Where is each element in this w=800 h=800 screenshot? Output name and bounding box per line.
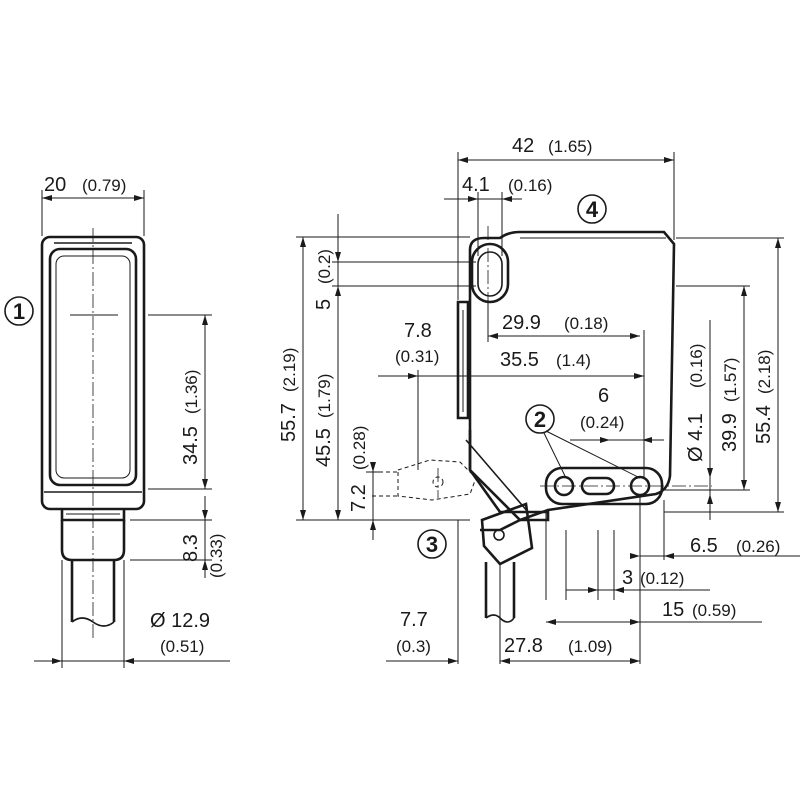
dim-72-mm: 7.2 <box>348 484 370 512</box>
dim-3-in: (0.12) <box>640 569 684 588</box>
dim-355-mm: 35.5 <box>500 349 539 371</box>
side-body-outline <box>468 230 676 522</box>
side-bracket-edge <box>465 439 529 513</box>
svg-text:4: 4 <box>586 197 599 222</box>
dim-355-in: (1.4) <box>556 351 591 370</box>
side-cable <box>484 562 516 618</box>
side-view <box>372 226 712 623</box>
dim-77-mm: 7.7 <box>400 609 428 631</box>
total-height-in: (2.19) <box>280 348 299 392</box>
callout-1: 1 <box>4 296 34 326</box>
dim-6-mm: 6 <box>598 385 609 407</box>
front-gland-top <box>60 509 126 522</box>
side-alt-cable <box>372 471 398 497</box>
front-base-mm: 8.3 <box>180 534 202 562</box>
dim-3-mm: 3 <box>622 567 633 589</box>
slot-width-in: (0.16) <box>508 176 552 195</box>
front-cable-dia-mm: Ø 12.9 <box>150 610 210 632</box>
dim-78-in: (0.31) <box>395 347 439 366</box>
side-connector-pin <box>493 529 505 541</box>
side-width-in: (1.65) <box>548 137 592 156</box>
dim-299-mm: 29.9 <box>502 312 541 334</box>
dim-side-6: 6 (0.24) <box>570 385 664 443</box>
dim-side-right-heights: Ø 4.1 (0.16) 39.9 (1.57) 55.4 (2.18) <box>664 237 784 520</box>
dim-78-mm: 7.8 <box>404 320 432 342</box>
dim-299-in: (0.18) <box>564 314 608 333</box>
front-lens-height-in: (1.36) <box>182 370 201 414</box>
dim-278-in: (1.09) <box>568 637 612 656</box>
front-width-mm: 20 <box>44 174 66 196</box>
dim-side-78: 7.8 (0.31) <box>378 320 644 470</box>
slot-width-mm: 4.1 <box>462 174 490 196</box>
dim-399-mm: 39.9 <box>719 413 741 452</box>
front-cable <box>70 560 116 622</box>
dim-72-in: (0.28) <box>350 426 369 470</box>
hole-dia-mm: Ø 4.1 <box>685 413 707 462</box>
svg-text:1: 1 <box>13 299 25 324</box>
dim-front-cable: Ø 12.9 (0.51) <box>34 560 230 668</box>
front-lens-window <box>48 247 138 487</box>
front-cable-break <box>71 617 115 627</box>
top-offset-in: (0.2) <box>315 249 334 284</box>
dim-15-mm: 15 <box>662 599 684 621</box>
dim-front-base: 8.3 (0.33) <box>130 496 226 578</box>
front-cable-dia-in: (0.51) <box>160 637 204 656</box>
dim-front-lens-height: 34.5 (1.36) <box>148 314 212 490</box>
height-b-in: (1.79) <box>315 374 334 418</box>
dim-side-total-width: 42 (1.65) <box>457 135 675 300</box>
dim-65-mm: 6.5 <box>690 535 718 557</box>
svg-text:2: 2 <box>534 407 546 432</box>
total-height-mm: 55.7 <box>278 403 300 442</box>
callout-3: 3 <box>417 529 447 559</box>
dim-side-355: 35.5 (1.4) <box>500 330 645 478</box>
side-width-mm: 42 <box>512 135 534 157</box>
dim-side-bottom: 6.5 (0.26) 3 (0.12) 15 (0.59) 7.7 (0.3) … <box>386 496 800 664</box>
dim-6-in: (0.24) <box>580 413 624 432</box>
side-slot-outer <box>470 242 510 304</box>
dim-554-in: (2.18) <box>755 350 774 394</box>
front-gland-body <box>60 520 126 562</box>
front-width-in: (0.79) <box>82 176 126 195</box>
side-lens-strip <box>456 300 470 420</box>
side-connector-head <box>480 502 534 566</box>
svg-text:3: 3 <box>426 532 438 557</box>
dim-front-width: 20 (0.79) <box>41 174 145 236</box>
dim-399-in: (1.57) <box>721 358 740 402</box>
dim-278-mm: 27.8 <box>504 635 543 657</box>
front-view <box>40 228 146 640</box>
dim-side-slot-width: 4.1 (0.16) <box>444 174 552 256</box>
side-slot-inner <box>477 251 503 297</box>
callout-2: 2 <box>525 404 641 479</box>
front-lens-height-mm: 34.5 <box>180 426 202 465</box>
dim-65-in: (0.26) <box>736 537 780 556</box>
dim-side-left-heights: 55.7 (2.19) 45.5 (1.79) 5 (0.2) <box>278 214 476 521</box>
dim-554-mm: 55.4 <box>753 405 775 444</box>
top-offset-mm: 5 <box>313 299 335 310</box>
height-b-mm: 45.5 <box>313 428 335 467</box>
side-alt-connector <box>397 459 477 501</box>
hole-dia-in: (0.16) <box>687 344 706 388</box>
callout-4: 4 <box>577 194 607 224</box>
dim-side-72: 7.2 (0.28) <box>348 426 380 540</box>
dim-77-in: (0.3) <box>396 637 431 656</box>
front-base-in: (0.33) <box>207 534 226 578</box>
dim-side-299: 29.9 (0.18) <box>487 300 640 342</box>
dim-15-in: (0.59) <box>692 601 736 620</box>
